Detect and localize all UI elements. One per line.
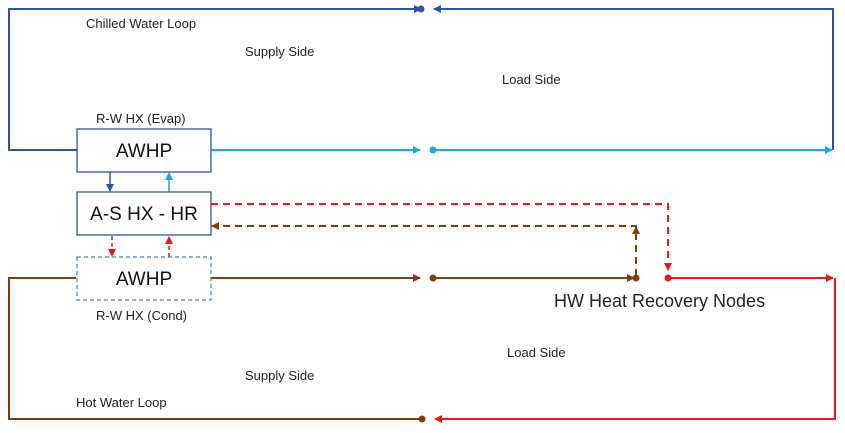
evap-hx-label: R-W HX (Evap) (96, 111, 186, 126)
hr-return-dashed (211, 222, 637, 276)
load-side-top-label: Load Side (502, 72, 561, 87)
chilled-supply-pipe (8, 5, 422, 151)
load-side-bottom-label: Load Side (507, 345, 566, 360)
chilled-supply-node (417, 5, 425, 13)
as-hx-hr-label: A-S HX - HR (90, 204, 198, 225)
supply-side-bottom-label: Supply Side (245, 368, 314, 383)
cond-hx-label: R-W HX (Cond) (96, 308, 187, 323)
hw-recovery-node-brown (632, 274, 640, 282)
hr-supply-dashed (211, 203, 672, 271)
chilled-water-loop-label: Chilled Water Loop (86, 16, 196, 31)
supply-side-top-label: Supply Side (245, 44, 314, 59)
hot-return-pipe-brown (8, 277, 422, 420)
as-hx-hr-box: A-S HX - HR (76, 191, 212, 236)
diagram-labels: Chilled Water Loop Supply Side Load Side… (76, 16, 765, 410)
hot-water-loop (8, 274, 836, 423)
awhp-cond-box: AWHP (76, 256, 212, 301)
hot-water-loop-label: Hot Water Loop (76, 395, 167, 410)
heat-recovery-lines (211, 203, 672, 276)
awhp-cond-label: AWHP (116, 269, 172, 290)
hot-return-pipe-red (434, 278, 836, 423)
hw-heat-recovery-nodes-label: HW Heat Recovery Nodes (554, 291, 765, 311)
awhp-evap-label: AWHP (116, 141, 172, 162)
chilled-return-pipe (433, 5, 834, 150)
chilled-water-loop (8, 5, 834, 154)
awhp-evap-box: AWHP (76, 128, 212, 173)
